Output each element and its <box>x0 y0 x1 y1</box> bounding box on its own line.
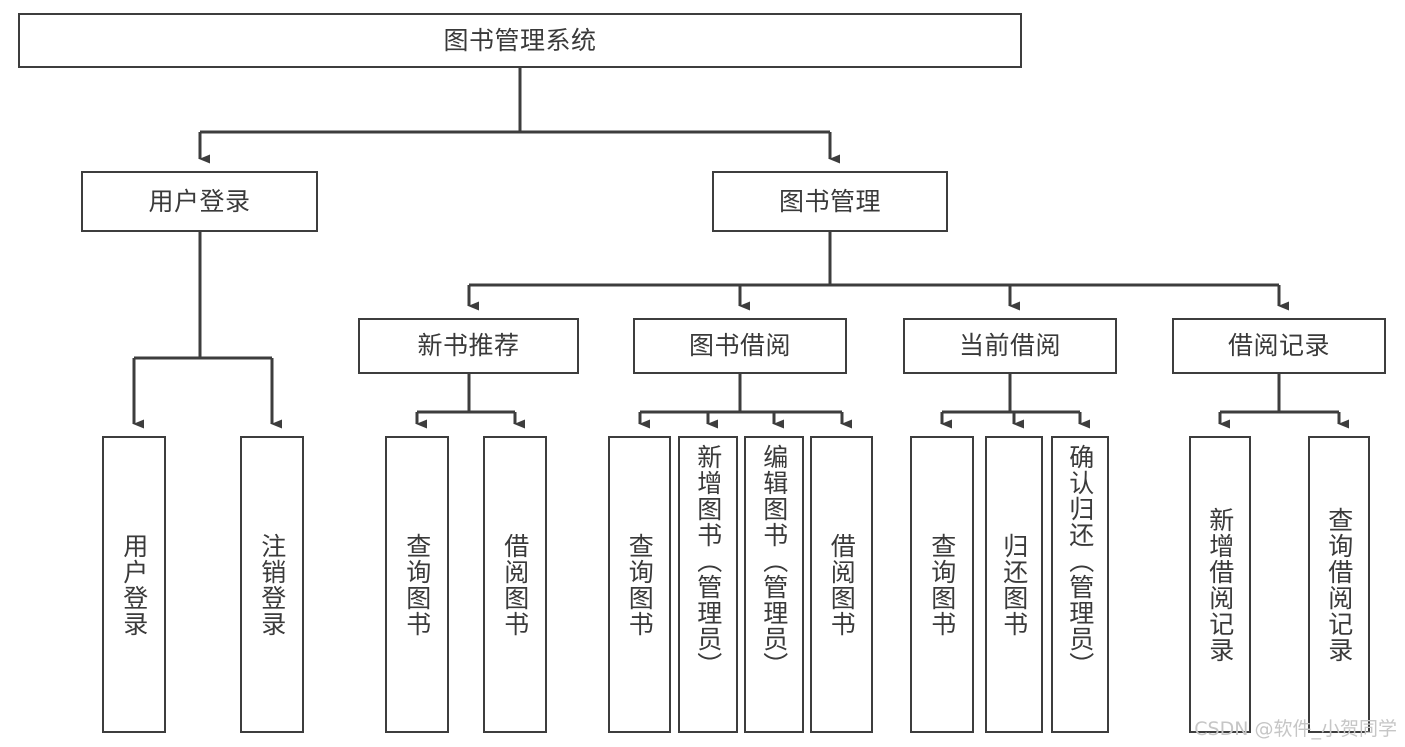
node-root-label: 图书管理系统 <box>443 25 597 55</box>
node-user-login-label: 用户登录 <box>148 186 251 216</box>
node-leaf-user-login-label: 用户登录 <box>119 532 149 637</box>
node-leaf-confirm-return-label: 确认归还（管理员） <box>1065 444 1095 678</box>
node-root[interactable]: 图书管理系统 <box>18 13 1022 68</box>
node-leaf-edit-book-label: 编辑图书（管理员） <box>759 444 789 678</box>
node-leaf-query-book-rec-label: 查询图书 <box>402 532 432 637</box>
node-book-borrow-label: 图书借阅 <box>688 331 791 361</box>
node-user-login[interactable]: 用户登录 <box>81 171 318 232</box>
node-leaf-borrow-book-label: 借阅图书 <box>827 532 857 637</box>
node-leaf-logout[interactable]: 注销登录 <box>240 436 304 733</box>
node-leaf-add-record-label: 新增借阅记录 <box>1205 506 1235 663</box>
node-leaf-logout-label: 注销登录 <box>257 532 287 637</box>
node-borrow-record[interactable]: 借阅记录 <box>1172 318 1386 374</box>
node-current-borrow-label: 当前借阅 <box>958 331 1061 361</box>
node-leaf-query-record[interactable]: 查询借阅记录 <box>1308 436 1370 733</box>
node-leaf-return-book[interactable]: 归还图书 <box>985 436 1043 733</box>
node-leaf-return-book-label: 归还图书 <box>999 532 1029 637</box>
node-book-manage[interactable]: 图书管理 <box>712 171 948 232</box>
watermark-text: CSDN @软件_小贺同学 <box>1194 718 1397 740</box>
node-leaf-query-book-cur-label: 查询图书 <box>927 532 957 637</box>
node-leaf-query-book-borrow[interactable]: 查询图书 <box>608 436 671 733</box>
node-new-book-rec-label: 新书推荐 <box>417 331 520 361</box>
node-leaf-query-book-cur[interactable]: 查询图书 <box>910 436 974 733</box>
node-leaf-add-record[interactable]: 新增借阅记录 <box>1189 436 1251 733</box>
node-new-book-rec[interactable]: 新书推荐 <box>358 318 579 374</box>
node-leaf-add-book[interactable]: 新增图书（管理员） <box>678 436 738 733</box>
node-leaf-query-record-label: 查询借阅记录 <box>1324 506 1354 663</box>
node-leaf-query-book-rec[interactable]: 查询图书 <box>385 436 449 733</box>
node-leaf-add-book-label: 新增图书（管理员） <box>693 444 723 678</box>
node-leaf-borrow-book-rec[interactable]: 借阅图书 <box>483 436 547 733</box>
node-book-manage-label: 图书管理 <box>778 186 881 216</box>
node-current-borrow[interactable]: 当前借阅 <box>903 318 1117 374</box>
node-leaf-edit-book[interactable]: 编辑图书（管理员） <box>744 436 804 733</box>
node-leaf-confirm-return[interactable]: 确认归还（管理员） <box>1051 436 1109 733</box>
node-book-borrow[interactable]: 图书借阅 <box>633 318 847 374</box>
node-borrow-record-label: 借阅记录 <box>1227 331 1330 361</box>
node-leaf-borrow-book-rec-label: 借阅图书 <box>500 532 530 637</box>
node-leaf-borrow-book[interactable]: 借阅图书 <box>810 436 873 733</box>
node-leaf-query-book-borrow-label: 查询图书 <box>625 532 655 637</box>
node-leaf-user-login[interactable]: 用户登录 <box>102 436 166 733</box>
